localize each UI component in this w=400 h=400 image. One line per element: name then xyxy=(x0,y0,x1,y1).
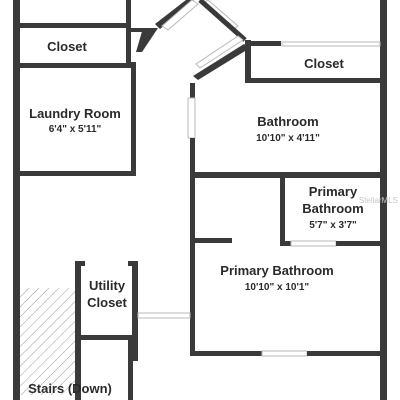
stairs-label: Stairs (Down) xyxy=(28,381,112,396)
bathroom-label: Bathroom xyxy=(257,114,318,129)
laundry-label: Laundry Room xyxy=(29,106,121,121)
laundry-walls xyxy=(13,62,136,176)
bathroom-dims: 10'10" x 4'11" xyxy=(256,133,320,144)
closet-right-label: Closet xyxy=(304,56,344,71)
utility-label-1: Utility xyxy=(89,278,126,293)
top-door-arcs xyxy=(161,0,247,42)
watermark: StellarMLS xyxy=(359,196,398,205)
primary-big-label: Primary Bathroom xyxy=(220,263,333,278)
stairs-hatch xyxy=(19,288,79,395)
closet-left-label: Closet xyxy=(47,39,87,54)
bathroom-walls xyxy=(187,83,387,178)
right-upper-walls xyxy=(193,35,387,83)
primary-small-label-2: Bathroom xyxy=(302,201,363,216)
top-left-walls xyxy=(13,0,194,68)
laundry-dims: 6'4" x 5'11" xyxy=(49,124,102,135)
utility-walls xyxy=(75,261,191,361)
primary-small-label-1: Primary xyxy=(309,184,358,199)
primary-big-dims: 10'10" x 10'1" xyxy=(245,282,310,293)
utility-label-2: Closet xyxy=(87,295,127,310)
stairs-walls xyxy=(75,340,133,400)
primary-small-dims: 5'7" x 3'7" xyxy=(309,220,357,231)
primary-big-walls xyxy=(190,178,387,357)
primary-small-walls xyxy=(280,172,387,247)
